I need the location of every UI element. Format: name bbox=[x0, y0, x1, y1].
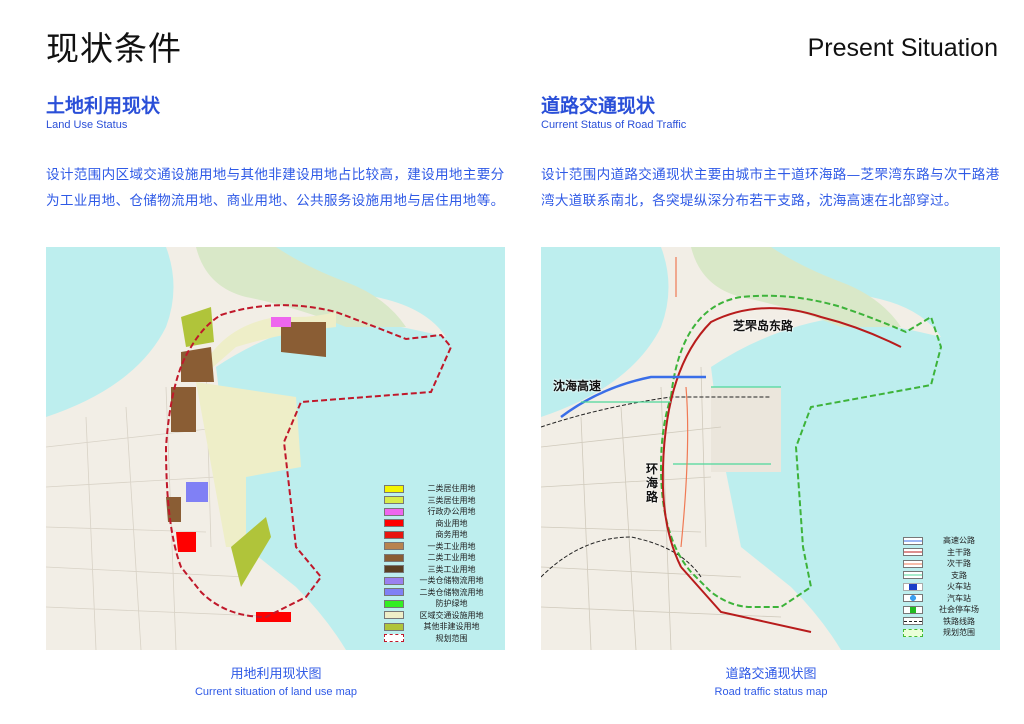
road-traffic-legend: 高速公路 主干路 次干路 支路 火车站 汽车站 社会停车场 铁路线路 规划范围 bbox=[903, 535, 995, 639]
label-shenhai-expressway: 沈海高速 bbox=[553, 379, 602, 393]
legend-item: 二类工业用地 bbox=[384, 552, 499, 564]
legend-item: 高速公路 bbox=[903, 535, 995, 547]
swatch-admin bbox=[384, 507, 404, 516]
legend-item: 社会停车场 bbox=[903, 604, 995, 616]
swatch-industrial-1 bbox=[384, 542, 404, 551]
branch-road-icon bbox=[903, 571, 923, 580]
legend-item: 三类居住用地 bbox=[384, 495, 499, 507]
swatch-planning-boundary bbox=[384, 634, 404, 643]
swatch-warehouse-1 bbox=[384, 576, 404, 585]
legend-item: 汽车站 bbox=[903, 593, 995, 605]
legend-item: 支路 bbox=[903, 570, 995, 582]
swatch-industrial-2 bbox=[384, 553, 404, 562]
section-subtitle: Land Use Status bbox=[46, 119, 128, 131]
legend-item: 规划范围 bbox=[903, 627, 995, 639]
caption-en: Road traffic status map bbox=[714, 686, 828, 698]
label-huanhai-road: 环海路 bbox=[646, 462, 659, 504]
section-subtitle: Current Status of Road Traffic bbox=[541, 119, 687, 131]
land-use-map-caption: 用地利用现状图 Current situation of land use ma… bbox=[46, 666, 506, 700]
legend-item: 商务用地 bbox=[384, 529, 499, 541]
section-title: 土地利用现状 bbox=[46, 95, 161, 117]
swatch-warehouse-2 bbox=[384, 588, 404, 597]
legend-item: 行政办公用地 bbox=[384, 506, 499, 518]
swatch-green-buffer bbox=[384, 599, 404, 608]
legend-item: 次干路 bbox=[903, 558, 995, 570]
caption-zh: 用地利用现状图 bbox=[230, 667, 322, 682]
land-use-section: 土地利用现状 Land Use Status 设计范围内区域交通设施用地与其他非… bbox=[46, 94, 506, 214]
legend-item: 二类仓储物流用地 bbox=[384, 587, 499, 599]
road-traffic-map: 芝罘岛东路 沈海高速 环海路 高速公路 主干路 次干路 支路 火车站 汽车站 社… bbox=[541, 247, 1000, 650]
main-road-icon bbox=[903, 548, 923, 557]
swatch-commercial bbox=[384, 519, 404, 528]
legend-item: 防护绿地 bbox=[384, 598, 499, 610]
legend-item: 商业用地 bbox=[384, 518, 499, 530]
land-use-map-graphic bbox=[46, 247, 505, 650]
label-zhifu-road: 芝罘岛东路 bbox=[733, 319, 794, 333]
legend-item: 主干路 bbox=[903, 547, 995, 559]
land-use-legend: 二类居住用地 三类居住用地 行政办公用地 商业用地 商务用地 一类工业用地 二类… bbox=[384, 483, 499, 644]
page-title: 现状条件 bbox=[46, 29, 182, 68]
swatch-business bbox=[384, 530, 404, 539]
caption-zh: 道路交通现状图 bbox=[725, 667, 817, 682]
legend-item: 二类居住用地 bbox=[384, 483, 499, 495]
legend-item: 规划范围 bbox=[384, 633, 499, 645]
section-title: 道路交通现状 bbox=[541, 95, 656, 117]
swatch-residential-3 bbox=[384, 496, 404, 505]
swatch-non-construction bbox=[384, 622, 404, 631]
legend-item: 区域交通设施用地 bbox=[384, 610, 499, 622]
page-title-english: Present Situation bbox=[807, 34, 998, 62]
legend-item: 其他非建设用地 bbox=[384, 621, 499, 633]
expressway-icon bbox=[903, 536, 923, 545]
road-traffic-map-graphic bbox=[541, 247, 1000, 650]
secondary-road-icon bbox=[903, 559, 923, 568]
planning-boundary-icon bbox=[903, 628, 923, 637]
parking-icon bbox=[903, 605, 923, 614]
legend-item: 一类工业用地 bbox=[384, 541, 499, 553]
road-traffic-map-caption: 道路交通现状图 Road traffic status map bbox=[541, 666, 1001, 700]
legend-item: 火车站 bbox=[903, 581, 995, 593]
legend-item: 三类工业用地 bbox=[384, 564, 499, 576]
train-station-icon bbox=[903, 582, 923, 591]
legend-item: 铁路线路 bbox=[903, 616, 995, 628]
road-traffic-section: 道路交通现状 Current Status of Road Traffic 设计… bbox=[541, 94, 1001, 214]
section-body: 设计范围内区域交通设施用地与其他非建设用地占比较高，建设用地主要分为工业用地、仓… bbox=[46, 167, 505, 209]
section-body: 设计范围内道路交通现状主要由城市主干道环海路—芝罘湾东路与次干路港湾大道联系南北… bbox=[541, 167, 1000, 209]
railway-icon bbox=[903, 617, 923, 626]
caption-en: Current situation of land use map bbox=[194, 686, 358, 698]
legend-item: 一类仓储物流用地 bbox=[384, 575, 499, 587]
swatch-industrial-3 bbox=[384, 565, 404, 574]
land-use-map: 二类居住用地 三类居住用地 行政办公用地 商业用地 商务用地 一类工业用地 二类… bbox=[46, 247, 505, 650]
swatch-residential-2 bbox=[384, 484, 404, 493]
bus-station-icon bbox=[903, 594, 923, 603]
swatch-transport bbox=[384, 611, 404, 620]
